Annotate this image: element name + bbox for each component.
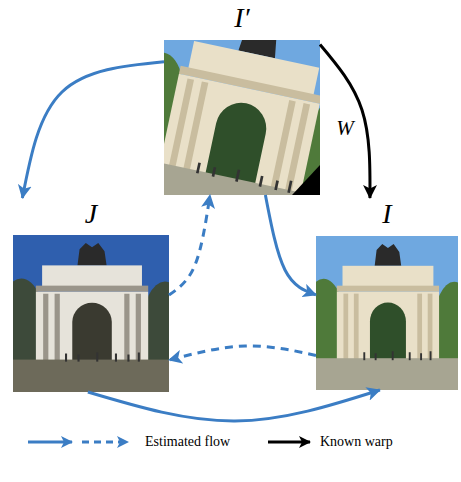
image-label: I′ (164, 2, 320, 34)
warped-photo (101, 0, 385, 245)
image-panel: I (316, 198, 458, 390)
hdr-photo (0, 235, 188, 392)
flow-arrow (265, 195, 316, 295)
image-panel: J (13, 198, 169, 392)
flow-arrow (88, 390, 380, 421)
warp-label: W (336, 116, 354, 140)
legend-entry: Known warp (320, 433, 393, 451)
flow-arrow (22, 62, 164, 198)
dashed-flow-arrow (169, 195, 210, 295)
legend-entry: Estimated flow (145, 433, 230, 451)
image-label: J (13, 198, 169, 230)
flow-arrow (320, 44, 370, 198)
original-photo (301, 236, 461, 390)
image-panel: I′ (164, 2, 320, 195)
dashed-flow-arrow (169, 346, 316, 360)
image-label: I (316, 198, 458, 230)
